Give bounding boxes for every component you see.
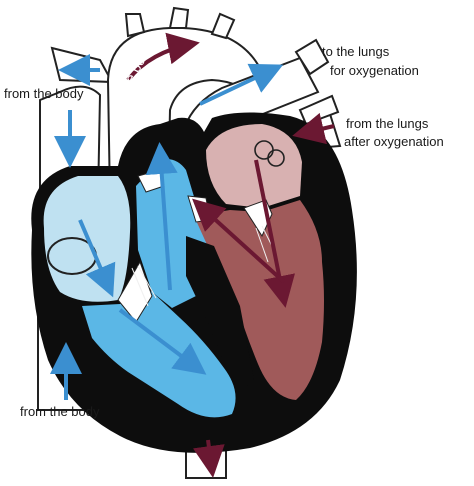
tricuspid-valve [117, 260, 153, 323]
label-to-the-lungs: to the lungs [322, 44, 390, 59]
pulmonary-artery-branch [294, 38, 330, 76]
arrow-to-lungs [199, 63, 284, 106]
aorta-branch-3 [210, 12, 236, 40]
label-from-the-body-lower: from the body [20, 404, 100, 419]
arrow-rv-up [145, 142, 178, 291]
septum [186, 236, 254, 392]
deoxygenated-flow-arrows [50, 54, 284, 400]
left-vessel-branch [50, 46, 114, 84]
aorta-branch-2 [168, 6, 190, 29]
left-ventricle [194, 200, 324, 400]
label-from-the-lungs: from the lungs [346, 116, 429, 131]
oxygenated-flow-arrows [126, 32, 335, 478]
arrow-ra-to-rv [78, 219, 116, 298]
aorta-branch-1 [124, 13, 146, 38]
right-ventricle [82, 290, 236, 418]
arrow-from-lungs [292, 112, 335, 145]
left-atrium [206, 124, 302, 208]
label-after-oxygenation: after oxygenation [344, 134, 444, 149]
label-from-the-body-upper: from the body [4, 86, 84, 101]
arrow-lv-to-aorta [192, 198, 286, 284]
arrow-rv-down [118, 308, 207, 375]
valve-circle-2 [267, 149, 285, 167]
label-for-oxygenation: for oxygenation [330, 63, 419, 78]
arrow-to-body-arch [126, 32, 200, 82]
arrow-descending-aorta [192, 439, 225, 478]
